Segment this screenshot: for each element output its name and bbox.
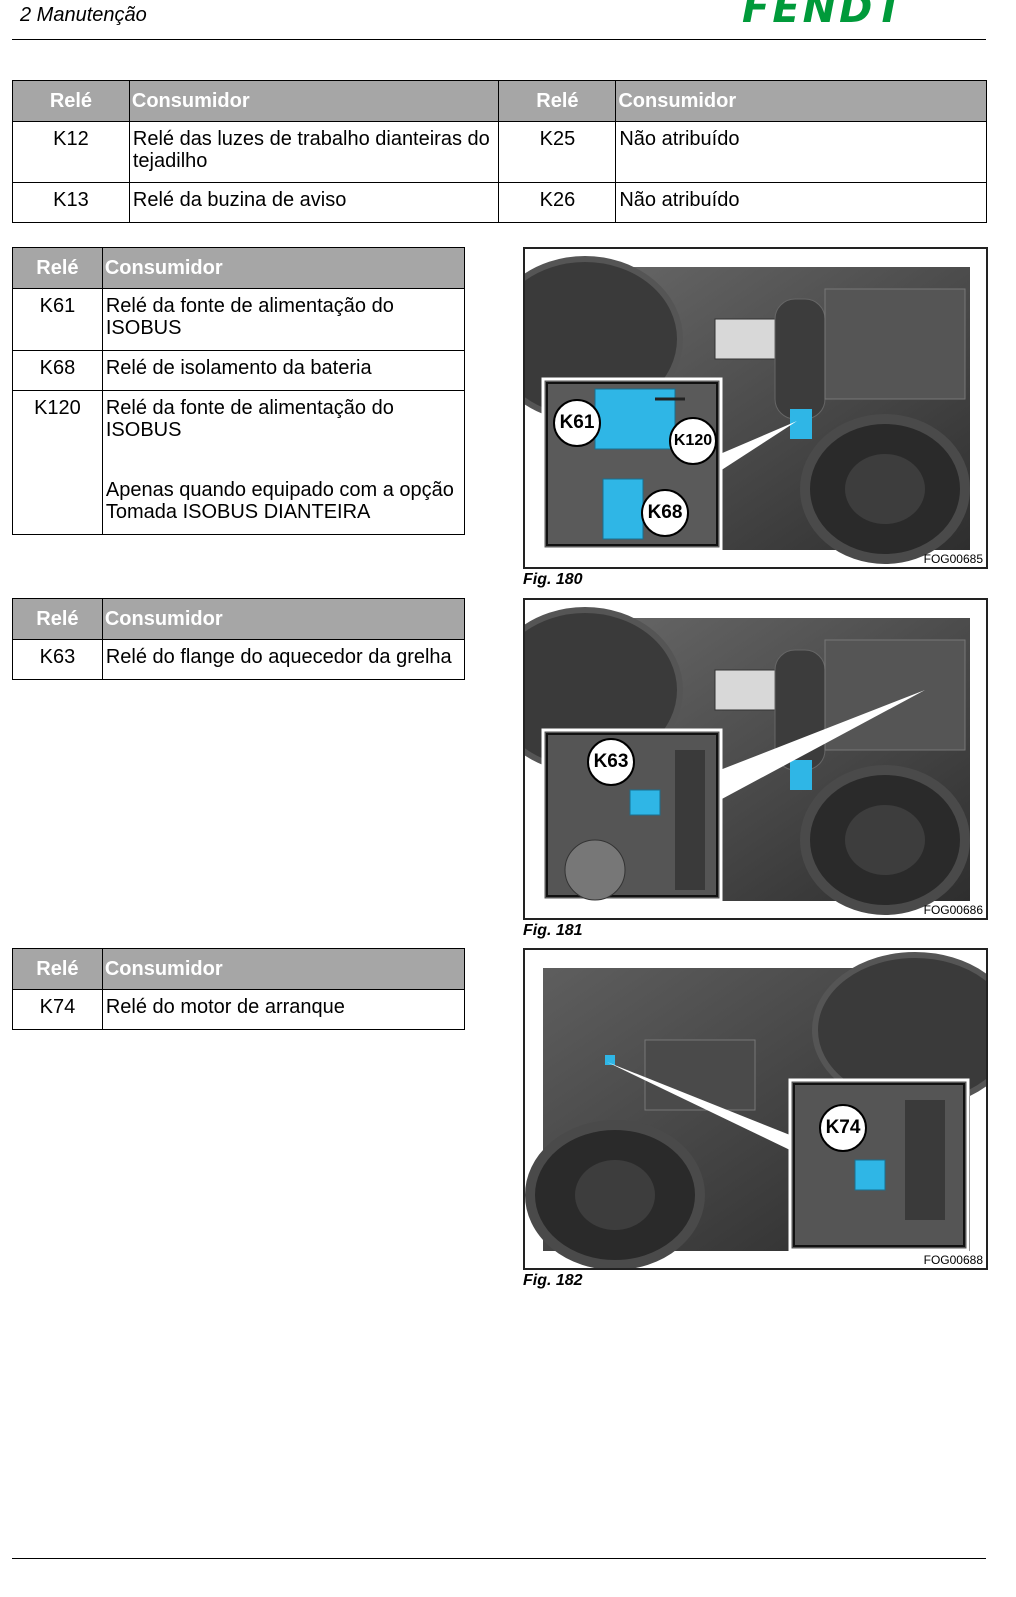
page-section-title: 2 Manutenção — [20, 4, 147, 26]
table-row: K63 Relé do flange do aquecedor da grelh… — [12, 639, 466, 680]
relay-id: K26 — [498, 182, 617, 223]
relay-consumer: Relé da fonte de alimentação do ISOBUS — [105, 397, 394, 441]
relay-consumer: Relé da fonte de alimentação do ISOBUS — [101, 288, 466, 351]
figure-caption: Fig. 181 — [523, 922, 583, 939]
relay-table-4: Relé Consumidor K74 Relé do motor de arr… — [12, 948, 466, 1030]
tractor-illustration — [525, 607, 970, 915]
footer-divider — [12, 1558, 986, 1559]
callout-k68: K68 — [641, 489, 689, 537]
column-header: Relé — [12, 948, 103, 990]
relay-id: K68 — [12, 350, 103, 391]
figure-caption: Fig. 182 — [523, 1272, 583, 1289]
column-header: Consumidor — [101, 948, 466, 990]
callout-k63: K63 — [587, 738, 635, 786]
relay-table-2: Relé Consumidor K61 Relé da fonte de ali… — [12, 247, 466, 535]
header-divider — [12, 39, 986, 40]
table-row: K74 Relé do motor de arranque — [12, 989, 466, 1030]
relay-id: K63 — [12, 639, 103, 680]
table-header-row: Relé Consumidor Relé Consumidor — [12, 80, 987, 122]
relay-id: K74 — [12, 989, 103, 1030]
callout-k120: K120 — [669, 417, 717, 465]
relay-id: K25 — [498, 121, 617, 183]
tractor-illustration — [525, 256, 970, 564]
figure-180: K61 K120 K68 FOG00685 — [523, 247, 988, 569]
figure-caption: Fig. 180 — [523, 571, 583, 588]
brand-logo: FENDT — [742, 0, 906, 32]
relay-consumer: Relé do flange do aquecedor da grelha — [101, 639, 466, 680]
figure-code: FOG00688 — [923, 1253, 983, 1267]
figure-code: FOG00686 — [923, 903, 983, 917]
relay-id: K61 — [12, 288, 103, 351]
relay-consumer: Relé do motor de arranque — [101, 989, 466, 1030]
table-row: K120 Relé da fonte de alimentação do ISO… — [12, 390, 466, 535]
column-header: Consumidor — [101, 598, 466, 640]
column-header: Relé — [12, 80, 130, 122]
relay-consumer: Relé de isolamento da bateria — [101, 350, 466, 391]
column-header: Relé — [498, 80, 617, 122]
relay-id: K12 — [12, 121, 130, 183]
table-row: K13 Relé da buzina de aviso K26 Não atri… — [12, 182, 987, 223]
table-row: K68 Relé de isolamento da bateria — [12, 350, 466, 391]
callout-k74: K74 — [819, 1104, 867, 1152]
callout-k61: K61 — [553, 399, 601, 447]
table-row: K61 Relé da fonte de alimentação do ISOB… — [12, 288, 466, 351]
relay-option-note: Apenas quando equipado com a opção Tomad… — [105, 479, 454, 523]
relay-consumer: Relé das luzes de trabalho dianteiras do… — [128, 121, 500, 183]
relay-table-1: Relé Consumidor Relé Consumidor K12 Relé… — [12, 80, 987, 223]
table-header-row: Relé Consumidor — [12, 948, 466, 990]
relay-id: K13 — [12, 182, 130, 223]
table-header-row: Relé Consumidor — [12, 598, 466, 640]
column-header: Consumidor — [615, 80, 987, 122]
tractor-illustration — [525, 952, 986, 1268]
relay-id: K120 — [12, 390, 103, 535]
figure-181: K63 FOG00686 — [523, 598, 988, 920]
relay-table-3: Relé Consumidor K63 Relé do flange do aq… — [12, 598, 466, 680]
column-header: Relé — [12, 598, 103, 640]
figure-code: FOG00685 — [923, 552, 983, 566]
column-header: Consumidor — [101, 247, 466, 289]
column-header: Relé — [12, 247, 103, 289]
relay-consumer: Não atribuído — [615, 182, 987, 223]
figure-182: K74 FOG00688 — [523, 948, 988, 1270]
table-header-row: Relé Consumidor — [12, 247, 466, 289]
relay-consumer: Não atribuído — [615, 121, 987, 183]
relay-consumer: Relé da buzina de aviso — [128, 182, 500, 223]
relay-consumer-cell: Relé da fonte de alimentação do ISOBUS A… — [101, 390, 466, 535]
column-header: Consumidor — [128, 80, 500, 122]
table-row: K12 Relé das luzes de trabalho dianteira… — [12, 121, 987, 183]
